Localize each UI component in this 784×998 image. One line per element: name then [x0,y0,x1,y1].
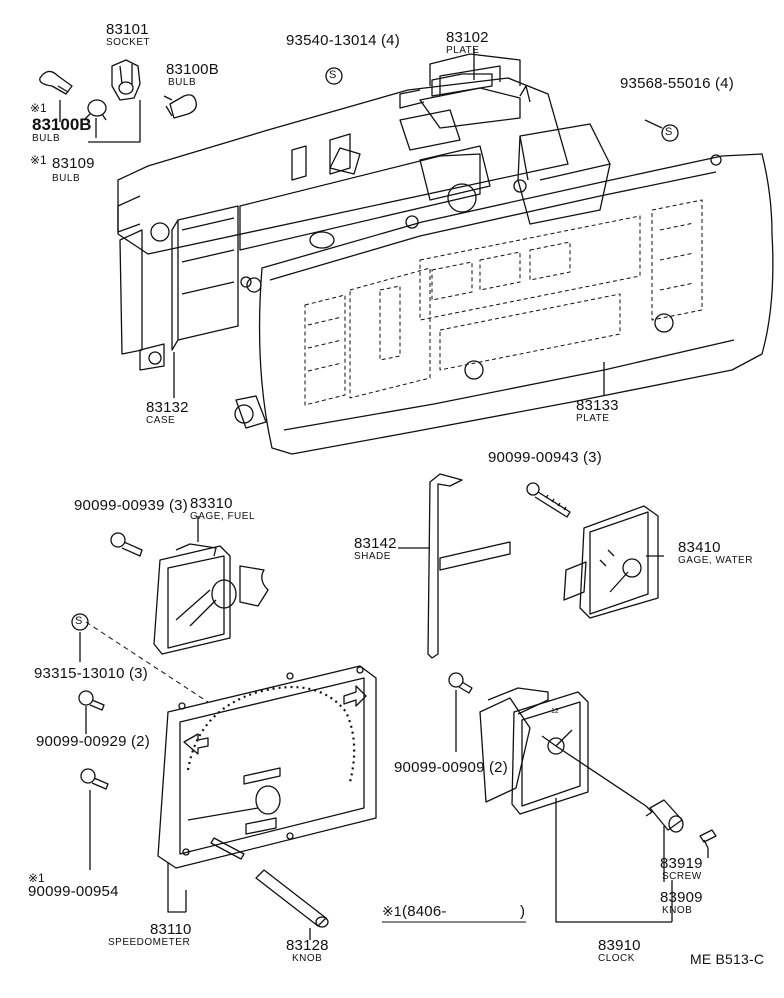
label-90099-00929: 90099-00929 (2) [36,733,150,750]
label-83132-number: 83132 [146,399,189,416]
diagram-code: ME B513-C [690,951,765,967]
label-83100b-left-number: 83100B [32,115,92,134]
knob-83909-icon [649,799,684,833]
label-83101-name: SOCKET [106,37,151,48]
label-83909-name: KNOB [662,905,693,916]
label-90099-00954: 90099-00954 [28,883,119,900]
bulb-83100b-left-icon [39,70,73,95]
gage-fuel-83310-icon [153,543,269,655]
label-83100b-top-number: 83100B [166,61,219,78]
label-93568-number: 93568-55016 (4) [620,75,734,92]
meter-case-83132 [117,53,611,371]
washer-93315-icon [71,613,89,631]
label-83142-name: SHADE [354,551,391,562]
label-83102-name: PLATE [446,45,480,56]
label-83133-number: 83133 [576,397,619,414]
shade-83142-icon [427,473,511,659]
screw-90099-00929-icon [78,690,105,711]
label-83910-name: CLOCK [598,953,635,964]
bulb-83100b-top-icon [163,94,197,119]
label-83110-number: 83110 [150,921,192,938]
label-83100b-top-name: BULB [168,77,197,88]
screw-90099-00954-icon [80,768,109,790]
screw-90099-00943-icon [526,482,571,518]
socket-83101-icon [111,59,141,101]
label-83910-number: 83910 [598,937,641,954]
label-83128-number: 83128 [286,937,329,954]
speedometer-83110-icon [157,665,377,869]
screw-90099-00939-icon [110,532,143,557]
meter-plate-83133 [234,153,774,455]
washer-93540-icon [325,67,343,85]
label-93315: 93315-13010 (3) [34,665,148,682]
label-90099-00939: 90099-00939 (3) [74,497,188,514]
label-83132-name: CASE [146,415,176,426]
label-83310-name: GAGE, FUEL [190,511,256,522]
label-83100b-left-name: BULB [32,133,61,144]
label-83101-number: 83101 [106,21,149,38]
label-83133-name: PLATE [576,413,610,424]
s-mark-93568: S [665,126,673,138]
screw-83919-icon [699,829,717,849]
label-83919-number: 83919 [660,855,703,872]
footnote-range: (8406- [402,903,447,920]
knob-83128-icon [255,869,329,928]
label-90099-00954-mark: ※1 [28,871,45,885]
bulb-83109-icon [83,99,107,121]
footnote-mark: ※1 [382,903,402,919]
label-83410-number: 83410 [678,539,721,556]
label-90099-00909: 90099-00909 (2) [394,759,508,776]
label-93540-number: 93540-13014 (4) [286,32,400,49]
label-83102-number: 83102 [446,29,489,46]
footnote-close: ) [520,903,526,920]
label-83128-name: KNOB [292,953,323,964]
washer-93568-icon [661,124,679,142]
clock-12-label: 12 [551,708,559,715]
screw-90099-00909-icon [448,672,473,694]
label-83109-name: BULB [52,173,81,184]
label-83919-name: SCREW [662,871,702,882]
clock-83910-icon [479,687,653,817]
label-83109-number: 83109 [52,155,95,172]
label-83310-number: 83310 [190,495,233,512]
label-83142-number: 83142 [354,535,397,552]
s-mark-93540: S [329,69,337,81]
label-83110-name: SPEEDOMETER [108,937,191,948]
label-83909-number: 83909 [660,889,703,906]
s-mark-93315: S [75,615,83,627]
gage-water-83410-icon [563,505,659,619]
label-83109-mark: ※1 [30,153,47,167]
label-90099-00943: 90099-00943 (3) [488,449,602,466]
leader-83109 [88,100,141,143]
label-83100b-left-mark: ※1 [30,101,47,115]
label-83410-name: GAGE, WATER [678,555,753,566]
